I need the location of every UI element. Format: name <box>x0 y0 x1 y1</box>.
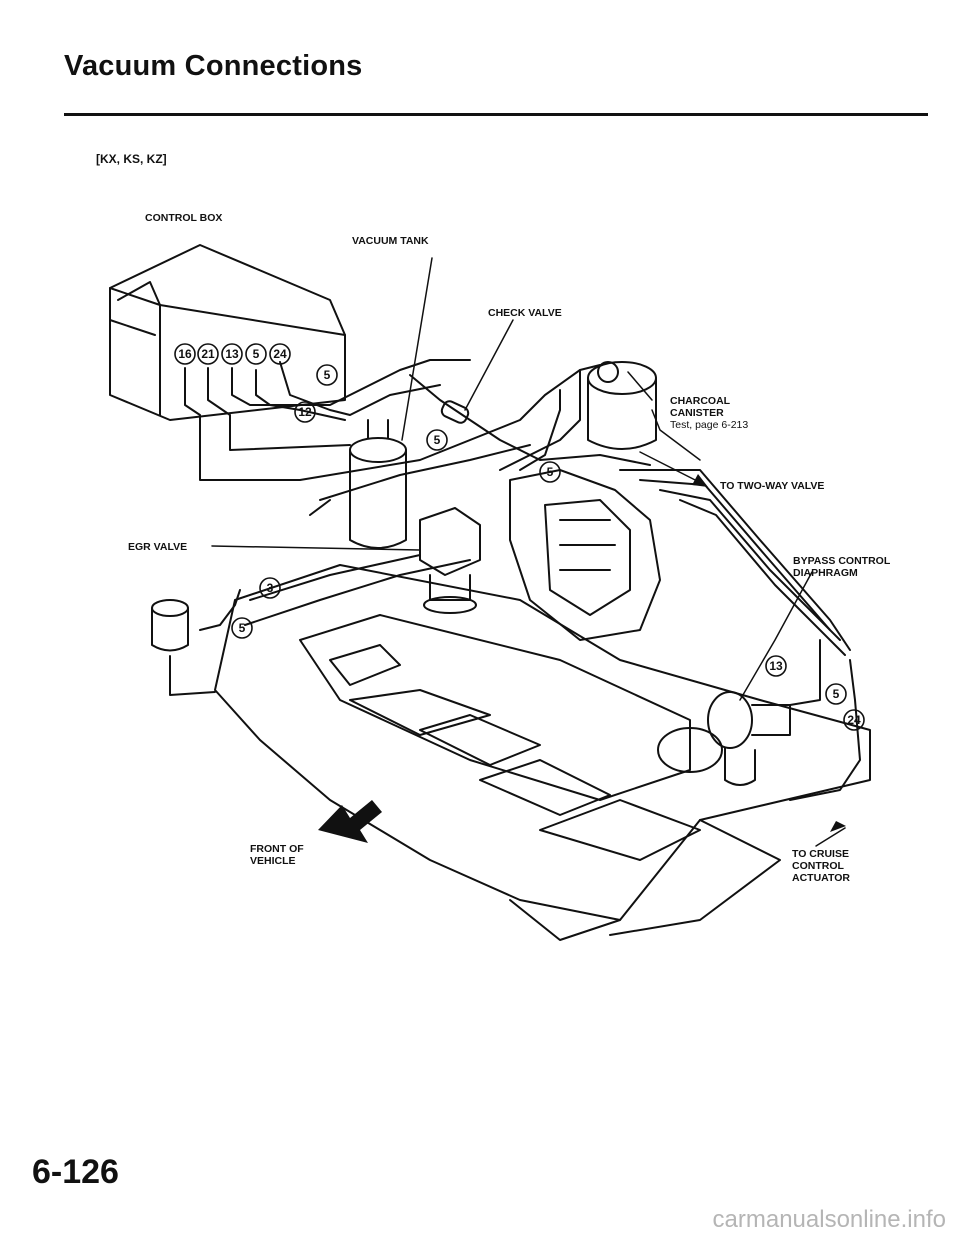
label-check-valve: CHECK VALVE <box>488 307 562 319</box>
hose-number: 5 <box>253 347 260 361</box>
hose-number: 3 <box>267 581 274 595</box>
hose-marker-16 <box>174 343 196 365</box>
hose-marker-left-3 <box>259 577 281 599</box>
engine-head-shape <box>214 564 871 941</box>
label-line: BYPASS CONTROL <box>793 555 891 567</box>
hose-marker-right-13 <box>765 655 787 677</box>
hose-number: 5 <box>239 621 246 635</box>
main-vacuum-hoses <box>184 359 651 631</box>
label-bypass-diaphragm: BYPASS CONTROL DIAPHRAGM <box>793 555 890 579</box>
charcoal-canister-shape <box>587 361 657 450</box>
page-number: 6-126 <box>32 1153 119 1191</box>
control-box-shape <box>109 244 346 421</box>
hose-marker-24 <box>269 343 291 365</box>
egr-valve-shape <box>419 507 481 614</box>
hose-number: 5 <box>547 465 554 479</box>
intake-manifold-shape <box>509 469 661 641</box>
watermark: carmanualsonline.info <box>712 1206 946 1233</box>
label-front-of-vehicle: FRONT OF VEHICLE <box>250 843 304 867</box>
label-egr-valve: EGR VALVE <box>128 541 188 553</box>
hose-marker-right-24 <box>843 709 865 731</box>
label-cruise-control-actuator: TO CRUISE CONTROL ACTUATOR <box>792 848 850 884</box>
label-control-box: CONTROL BOX <box>145 212 223 224</box>
leader-lines <box>211 257 846 847</box>
hose-marker-21 <box>197 343 219 365</box>
hose-number: 5 <box>324 368 331 382</box>
label-test-reference: Test, page 6-213 <box>670 419 749 431</box>
hose-marker-5b <box>316 364 338 386</box>
label-line: TO CRUISE <box>792 848 849 860</box>
hose-marker-left-5 <box>231 617 253 639</box>
hose-number: 12 <box>298 405 312 419</box>
label-line: FRONT OF <box>250 843 304 855</box>
two-way-arrow-head <box>692 474 708 487</box>
hose-number: 21 <box>201 347 215 361</box>
front-arrow-icon <box>318 800 382 843</box>
hose-number: 16 <box>178 347 192 361</box>
two-way-arrow-line <box>639 451 706 486</box>
hose-number: 13 <box>769 659 783 673</box>
model-codes: [KX, KS, KZ] <box>96 152 167 166</box>
hose-number: 5 <box>434 433 441 447</box>
hose-marker-12 <box>294 401 316 423</box>
hose-number: 5 <box>833 687 840 701</box>
label-line: CANISTER <box>670 407 724 419</box>
hose-number: 24 <box>273 347 287 361</box>
label-charcoal-canister: CHARCOAL CANISTER Test, page 6-213 <box>670 395 748 431</box>
hose-marker-mid-5b <box>539 461 561 483</box>
label-line: CONTROL <box>792 860 844 872</box>
hose-number: 24 <box>847 713 861 727</box>
label-line: DIAPHRAGM <box>793 567 858 579</box>
label-line: VEHICLE <box>250 855 296 867</box>
label-line: ACTUATOR <box>792 872 850 884</box>
hose-marker-13 <box>221 343 243 365</box>
label-line: CHARCOAL <box>670 395 731 407</box>
label-two-way-valve: TO TWO-WAY VALVE <box>720 480 825 492</box>
bypass-diaphragm-shape <box>707 691 791 786</box>
page-title: Vacuum Connections <box>64 50 363 82</box>
cruise-arrow-head <box>830 821 846 832</box>
right-hose-harness <box>619 469 861 801</box>
left-canister-shape <box>151 599 216 696</box>
hose-marker-right-5 <box>825 683 847 705</box>
label-vacuum-tank: VACUUM TANK <box>352 235 429 247</box>
vacuum-tank-shape <box>349 419 407 549</box>
hose-marker-mid-5a <box>426 429 448 451</box>
front-pulley-shape <box>657 727 723 773</box>
hose-number: 13 <box>225 347 239 361</box>
title-rule <box>64 113 928 116</box>
hose-marker-5 <box>245 343 267 365</box>
